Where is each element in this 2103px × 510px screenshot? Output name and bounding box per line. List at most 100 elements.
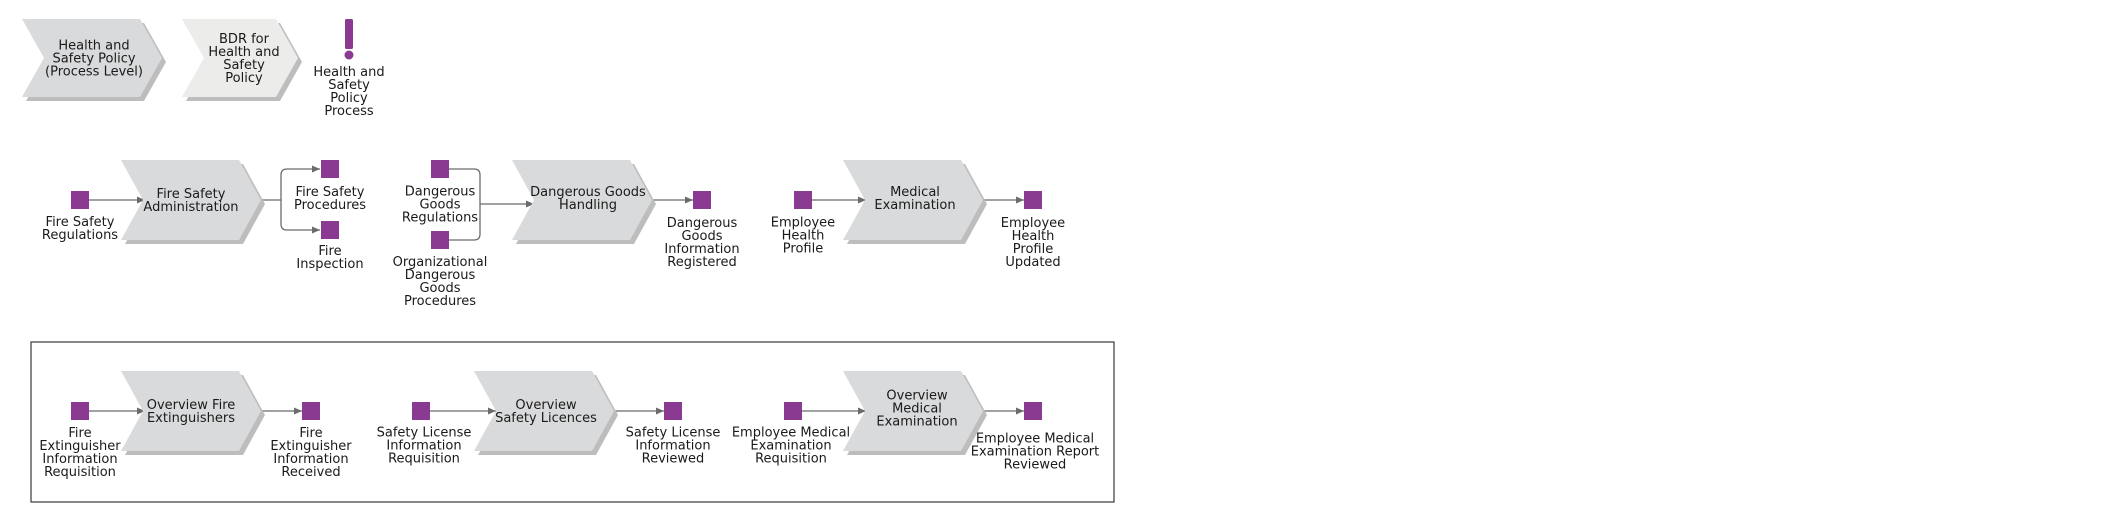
fire-extinguisher-requisition-label-line: Extinguisher: [39, 439, 121, 454]
employee-health-profile-updated-object: [1024, 191, 1042, 209]
medical-examination: [843, 160, 983, 240]
employee-health-profile-updated-label-line: Employee: [1001, 216, 1065, 231]
employee-health-profile-updated-label-line: Updated: [1005, 255, 1060, 270]
fire-safety-regulations-label-line: Fire Safety: [46, 215, 115, 230]
safety-license-requisition-label-line: Safety License: [377, 426, 472, 441]
overview-medical-examination-label-line: Overview: [886, 389, 948, 404]
medical-examination-reviewed-object: [1024, 402, 1042, 420]
medical-examination-reviewed-label-line: Examination Report: [971, 445, 1099, 460]
organizational-dangerous-goods-object: [431, 231, 449, 249]
dangerous-goods-registered-label-line: Dangerous: [667, 216, 738, 231]
employee-health-profile-updated-label-line: Profile: [1013, 242, 1053, 257]
overview-safety-licences: [474, 371, 614, 451]
organizational-dangerous-goods-label-line: Dangerous: [405, 268, 476, 283]
overview-fire-extinguishers-label-line: Extinguishers: [147, 411, 235, 426]
fire-extinguisher-received-label-line: Fire: [299, 426, 322, 441]
employee-health-profile-updated-label-line: Health: [1012, 229, 1055, 244]
overview-frame: [30, 341, 1115, 503]
dangerous-goods-regulations-object: [431, 160, 449, 178]
fire-extinguisher-requisition-label-line: Information: [42, 452, 117, 467]
bdr-chevron-label-line: BDR for: [219, 32, 270, 47]
overview-medical-examination-label-line: Medical: [892, 402, 942, 417]
fire-extinguisher-received-label-line: Information: [273, 452, 348, 467]
fire-extinguisher-requisition-label-line: Fire: [68, 426, 91, 441]
fire-safety-administration-label-line: Administration: [143, 200, 238, 215]
event-label-line: Policy: [330, 91, 368, 106]
safety-license-reviewed-label-line: Safety License: [626, 426, 721, 441]
medical-examination-requisition-label-line: Employee Medical: [732, 426, 850, 441]
event-label-line: Safety: [328, 78, 370, 93]
employee-health-profile-object: [794, 191, 812, 209]
fire-safety-administration: [121, 160, 261, 240]
dangerous-goods-handling-label-line: Handling: [559, 198, 617, 213]
employee-health-profile-label-line: Employee: [771, 216, 835, 231]
event-icon: [345, 19, 353, 49]
overview-fire-extinguishers: [121, 371, 261, 451]
conn-admin-to-procedures: [261, 165, 320, 201]
safety-license-requisition-object: [412, 402, 430, 420]
dangerous-goods-handling: [512, 160, 652, 240]
fire-inspection-object: [321, 221, 339, 239]
medical-examination-reviewed-label-line: Employee Medical: [976, 432, 1094, 447]
fire-safety-procedures-label-line: Procedures: [294, 198, 366, 213]
bdr-chevron-label-line: Health and: [208, 45, 279, 60]
event-label-line: Health and: [313, 65, 384, 80]
fire-extinguisher-requisition-object: [71, 402, 89, 420]
fire-extinguisher-received-object: [302, 402, 320, 420]
fire-safety-procedures-object: [321, 160, 339, 178]
overview-safety-licences-label-line: Safety Licences: [495, 411, 597, 426]
medical-examination-label-line: Examination: [874, 198, 955, 213]
safety-license-reviewed-object: [664, 402, 682, 420]
event-label-line: Process: [324, 104, 374, 119]
employee-health-profile-label-line: Profile: [783, 242, 823, 257]
process-level-chevron: [22, 19, 162, 97]
employee-health-profile-label-line: Health: [782, 229, 825, 244]
medical-examination-reviewed-label-line: Reviewed: [1004, 458, 1067, 473]
medical-examination-requisition-label-line: Examination: [750, 439, 831, 454]
safety-license-reviewed-label-line: Reviewed: [642, 452, 705, 467]
process-level-chevron-label-line: Health and: [58, 39, 129, 54]
process-level-chevron-label-line: Safety Policy: [52, 52, 135, 67]
dangerous-goods-registered-label-line: Information: [664, 242, 739, 257]
fire-extinguisher-received-label-line: Received: [281, 465, 340, 480]
dangerous-goods-registered-object: [693, 191, 711, 209]
fire-safety-administration-label-line: Fire Safety: [157, 187, 226, 202]
dangerous-goods-regulations-label-line: Regulations: [402, 211, 478, 226]
medical-examination-requisition-object: [784, 402, 802, 420]
safety-license-requisition-label-line: Information: [386, 439, 461, 454]
dangerous-goods-handling-label-line: Dangerous Goods: [530, 185, 646, 200]
dangerous-goods-registered-label-line: Goods: [681, 229, 722, 244]
safety-license-requisition-label-line: Requisition: [388, 452, 460, 467]
organizational-dangerous-goods-label-line: Goods: [419, 281, 460, 296]
fire-inspection-label-line: Inspection: [296, 257, 363, 272]
dangerous-goods-regulations-label-line: Dangerous: [405, 185, 476, 200]
medical-examination-label-line: Medical: [890, 185, 940, 200]
dangerous-goods-regulations-label-line: Goods: [419, 198, 460, 213]
process-level-chevron-label-line: (Process Level): [45, 65, 143, 80]
overview-fire-extinguishers-label-line: Overview Fire: [147, 398, 236, 413]
conn-admin-to-inspection: [280, 200, 320, 234]
overview-safety-licences-label-line: Overview: [515, 398, 577, 413]
fire-extinguisher-requisition-label-line: Requisition: [44, 465, 116, 480]
